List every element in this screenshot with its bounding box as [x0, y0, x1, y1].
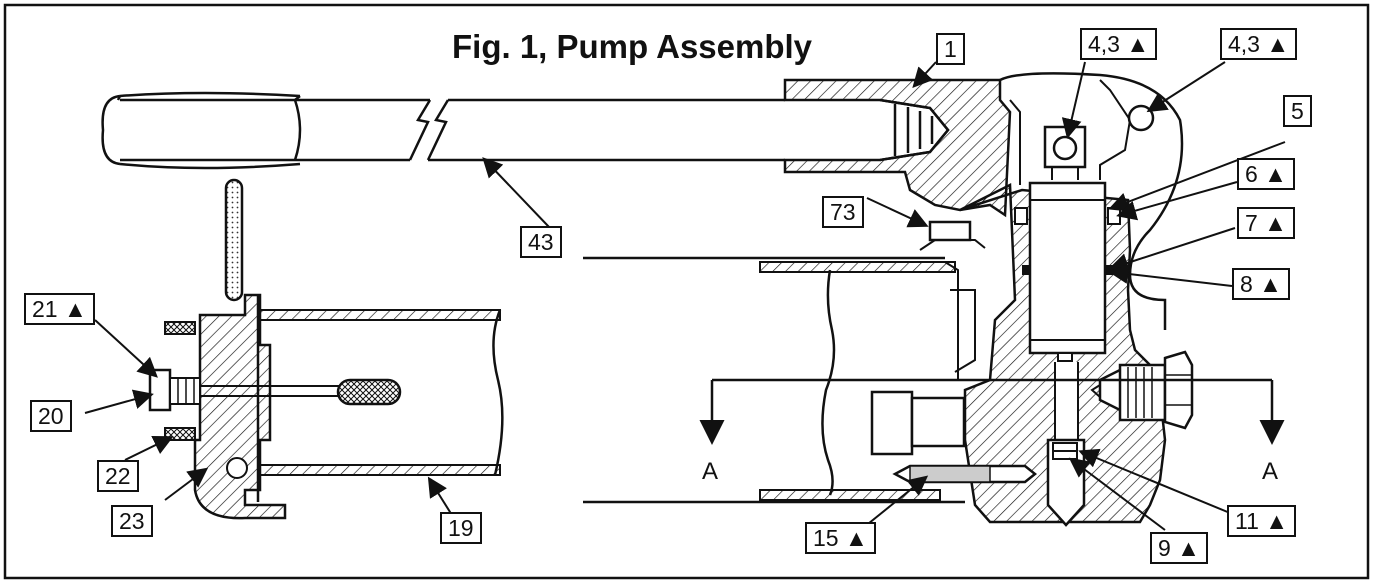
section-line — [699, 378, 1285, 445]
dipstick — [224, 178, 244, 302]
callout-11: 11 ▲ — [1227, 505, 1297, 537]
callout-4-3-a: 4,3 ▲ — [1080, 28, 1158, 60]
callout-6: 6 ▲ — [1237, 158, 1295, 190]
reservoir-outline — [583, 256, 965, 504]
callout-4-3-b: 4,3 ▲ — [1220, 28, 1298, 60]
callout-1: 1 — [936, 33, 965, 65]
callout-23: 23 — [111, 505, 153, 537]
callout-43: 43 — [520, 226, 562, 258]
callout-22: 22 — [97, 460, 139, 492]
pump-handle — [101, 91, 950, 170]
reservoir-top-wall — [759, 261, 956, 273]
callout-9: 9 ▲ — [1150, 532, 1208, 564]
callout-21: 21 ▲ — [24, 293, 95, 325]
reservoir-fitting — [870, 390, 914, 456]
handle-socket — [783, 78, 1012, 218]
pivot-pin — [1127, 104, 1155, 132]
reservoir-bottom-wall — [759, 489, 941, 501]
figure-border — [3, 3, 1370, 580]
callout-73: 73 — [822, 196, 864, 228]
section-label-left: A — [702, 458, 719, 485]
callout-7: 7 ▲ — [1237, 207, 1295, 239]
figure-title: Fig. 1, Pump Assembly — [452, 28, 813, 65]
callout-19: 19 — [440, 512, 482, 544]
leader-lines — [84, 61, 1286, 533]
callout-15: 15 ▲ — [805, 522, 876, 554]
callout-5: 5 — [1283, 95, 1312, 127]
piston — [1028, 181, 1107, 355]
callout-20: 20 — [30, 400, 72, 432]
release-valve-hex — [1163, 350, 1194, 430]
fill-screw — [928, 220, 972, 242]
section-label-right: A — [1262, 458, 1279, 485]
reservoir-end-assembly — [148, 178, 504, 520]
callout-8: 8 ▲ — [1232, 268, 1290, 300]
